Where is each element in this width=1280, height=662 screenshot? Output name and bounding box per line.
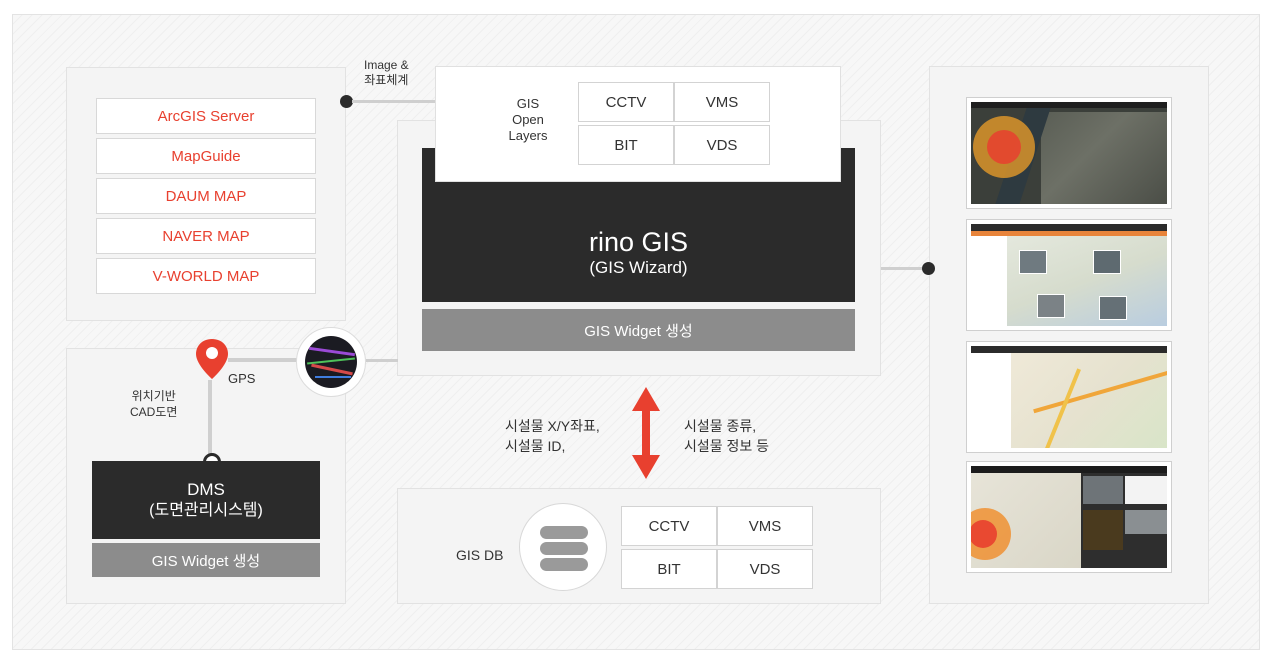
gis-db-bit: BIT (621, 549, 717, 589)
gps-label: GPS (228, 371, 256, 386)
gps-line-vertical (208, 380, 212, 458)
gps-line-horizontal (228, 358, 300, 362)
open-layers-label: GIS Open Layers (508, 96, 548, 143)
gis-db-cctv: CCTV (621, 506, 717, 546)
gps-thumbnail-line (366, 359, 398, 362)
map-source-mapguide: MapGuide (96, 138, 316, 174)
map-source-naver: NAVER MAP (96, 218, 316, 254)
screenshot-satellite (966, 97, 1172, 209)
gis-db-vds: VDS (717, 549, 813, 589)
open-layers-cctv: CCTV (578, 82, 674, 122)
database-icon-circle (519, 503, 607, 591)
location-cad-label: 위치기반 CAD도면 (130, 389, 178, 419)
map-source-arcgis: ArcGIS Server (96, 98, 316, 134)
dms-widget-bar: GIS Widget 생성 (92, 543, 320, 577)
gis-db-vms: VMS (717, 506, 813, 546)
connector-line-screenshots (881, 267, 927, 270)
screenshot-dashboard (966, 461, 1172, 573)
map-source-daum: DAUM MAP (96, 178, 316, 214)
arrow-label-right: 시설물 종류, 시설물 정보 등 (684, 418, 770, 454)
screenshot-road-map (966, 341, 1172, 453)
connector-dot-screenshots (922, 262, 935, 275)
connector-dot-map-sources (340, 95, 353, 108)
database-icon (540, 526, 588, 571)
bidirectional-arrow-icon (632, 387, 660, 479)
open-layers-vms: VMS (674, 82, 770, 122)
dms-subtitle: (도면관리시스템) (149, 502, 263, 519)
map-source-vworld: V-WORLD MAP (96, 258, 316, 294)
core-widget-bar: GIS Widget 생성 (422, 309, 855, 351)
connector-line-map-sources (352, 100, 436, 103)
screenshot-cctv-map (966, 219, 1172, 331)
open-layers-vds: VDS (674, 125, 770, 165)
gps-track-thumbnail (296, 327, 366, 397)
dms-box: DMS (도면관리시스템) (92, 461, 320, 539)
rino-gis-subtitle: (GIS Wizard) (589, 258, 688, 277)
open-layers-bit: BIT (578, 125, 674, 165)
gis-db-label: GIS DB (456, 547, 504, 563)
connector-label-image: Image & 좌표체계 (364, 58, 409, 87)
rino-gis-title: rino GIS (588, 227, 689, 257)
location-pin-icon (196, 339, 228, 379)
dms-title: DMS (187, 480, 225, 499)
arrow-label-left: 시설물 X/Y좌표, 시설물 ID, (505, 418, 600, 454)
